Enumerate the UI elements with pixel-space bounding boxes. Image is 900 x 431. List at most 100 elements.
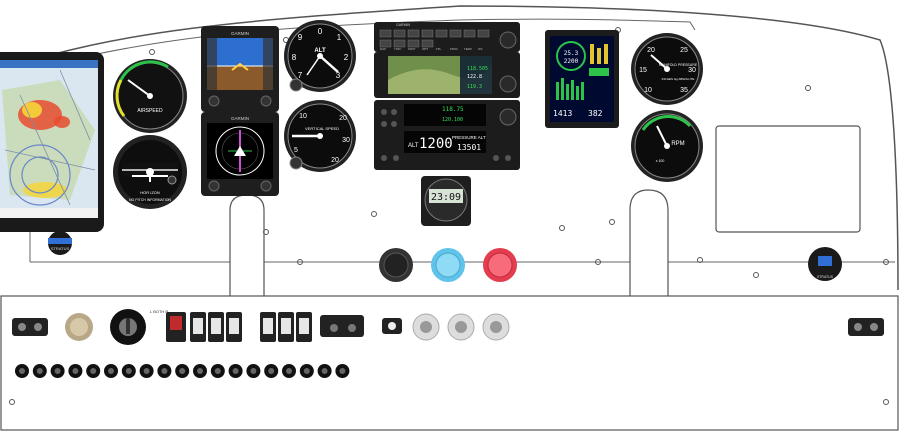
- engine-monitor[interactable]: [545, 30, 619, 128]
- blue-knob[interactable]: [431, 248, 465, 282]
- headset-jack-left[interactable]: [12, 318, 48, 336]
- gtn-tab-wx[interactable]: WX: [478, 47, 483, 51]
- circuit-breaker-button: [143, 368, 150, 374]
- circuit-breaker-button: [36, 368, 43, 374]
- dark-knob[interactable]: [379, 248, 413, 282]
- dimmer-knob[interactable]: [65, 313, 93, 341]
- rocker-face: [193, 318, 203, 334]
- svg-text:1: 1: [337, 33, 342, 42]
- red-knob[interactable]: [483, 248, 517, 282]
- gtn-com-active: 118.505: [467, 66, 488, 72]
- lower-subpanel: [0, 295, 899, 431]
- circuit-breaker-button: [108, 368, 114, 374]
- circuit-breaker-button: [286, 368, 292, 374]
- light-dimmer-panel[interactable]: [320, 315, 364, 337]
- svg-text:10: 10: [299, 113, 307, 120]
- gtn-tab-row[interactable]: MAP TRFC NRST WPT FPL PROC TERR WX: [380, 47, 483, 51]
- circuit-breaker-button: [339, 368, 346, 374]
- svg-text:20: 20: [331, 157, 339, 164]
- left-column-cutout: [229, 194, 265, 296]
- rocker-face: [299, 318, 309, 334]
- tach-sub-label: x 100: [656, 159, 665, 163]
- circuit-breaker-button: [232, 368, 239, 374]
- airspeed-indicator: [113, 59, 187, 133]
- ipad-tablet[interactable]: [0, 52, 104, 255]
- svg-text:25: 25: [680, 47, 688, 54]
- svg-text:30: 30: [688, 67, 696, 74]
- em-value1: 25.3: [564, 50, 579, 57]
- svg-text:3: 3: [336, 71, 341, 80]
- gtn-nav-active: 119.3: [467, 84, 482, 90]
- indicator-light: [382, 318, 402, 334]
- right-column-cutout: [629, 189, 669, 296]
- attitude-indicator: [113, 135, 187, 209]
- circuit-breaker-button: [250, 368, 257, 374]
- circuit-breaker-button: [161, 368, 168, 374]
- circuit-breaker-button: [90, 368, 97, 374]
- svg-text:15: 15: [639, 67, 647, 74]
- manifold-label: MANIFOLD PRESSURE: [659, 63, 698, 67]
- toggle-switch-1[interactable]: [412, 313, 440, 341]
- ignition-label: L BOTH R: [150, 309, 168, 314]
- xpdr-mode: ALT: [408, 143, 419, 149]
- com-standby-freq: 120.100: [442, 117, 463, 123]
- svg-text:20: 20: [647, 47, 655, 54]
- em-value4: 382: [588, 109, 603, 118]
- circuit-breaker-button: [19, 368, 25, 374]
- ipad-brand-label: STRATUS: [51, 246, 70, 251]
- usb-right-label: STRATUS: [817, 275, 834, 279]
- svg-text:9: 9: [298, 33, 303, 42]
- master-switch[interactable]: [166, 312, 186, 342]
- rocker-face: [281, 318, 291, 334]
- pfd-brand: GARMIN: [231, 31, 249, 36]
- svg-text:8: 8: [292, 53, 297, 62]
- circuit-breaker-button: [268, 368, 275, 374]
- primary-flight-display[interactable]: [201, 26, 279, 112]
- clock-time: 23:09: [431, 192, 461, 203]
- digital-clock[interactable]: [421, 176, 471, 226]
- headset-jack-right[interactable]: [848, 318, 884, 336]
- svg-text:20: 20: [339, 115, 347, 122]
- vsi-label: VERTICAL SPEED: [305, 126, 339, 131]
- airspeed-label: AIRSPEED: [137, 108, 163, 114]
- svg-text:10: 10: [644, 87, 652, 94]
- circuit-breaker-button: [197, 368, 203, 374]
- xpdr-squawk: 1200: [419, 136, 453, 152]
- toggle-switch-3[interactable]: [482, 313, 510, 341]
- usb-ports-left: [48, 238, 72, 244]
- gtn-tab-nrst[interactable]: NRST: [408, 47, 416, 51]
- gtn-tab-terr[interactable]: TERR: [464, 47, 472, 51]
- ignition-switch[interactable]: [110, 309, 146, 345]
- tachometer: [631, 110, 703, 182]
- gtn-tab-trfc[interactable]: TRFC: [394, 47, 401, 51]
- gtn-brand: GARMIN: [396, 23, 410, 27]
- circuit-breaker-row[interactable]: [15, 364, 350, 378]
- circuit-breaker-button: [303, 368, 310, 374]
- gtn-tab-proc[interactable]: PROC: [450, 47, 458, 51]
- gtn-tab-map[interactable]: MAP: [380, 47, 386, 51]
- circuit-breaker-button: [72, 368, 79, 374]
- gtn-tab-fpl[interactable]: FPL: [436, 47, 442, 51]
- tach-label: RPM: [671, 141, 684, 147]
- rocker-face: [211, 318, 221, 334]
- xpdr-pressure-value: 13501: [457, 143, 481, 152]
- svg-text:35: 35: [680, 87, 688, 94]
- hsi-display[interactable]: [201, 112, 279, 196]
- altimeter-label: ALT: [314, 48, 326, 54]
- gtn-tab-wpt[interactable]: WPT: [422, 47, 429, 51]
- toggle-switch-2[interactable]: [447, 313, 475, 341]
- circuit-breaker-button: [214, 368, 221, 374]
- empty-cutout: [715, 125, 861, 233]
- circuit-breaker-button: [54, 368, 61, 374]
- gtn-navigator[interactable]: [374, 22, 520, 170]
- rocker-switch-group[interactable]: [190, 312, 312, 342]
- usb-charger-right[interactable]: [808, 247, 842, 281]
- circuit-breaker-button: [125, 368, 132, 374]
- rocker-face: [229, 318, 239, 334]
- em-value2: 2200: [564, 58, 579, 65]
- svg-text:5: 5: [294, 147, 298, 154]
- em-value3: 1413: [553, 109, 572, 118]
